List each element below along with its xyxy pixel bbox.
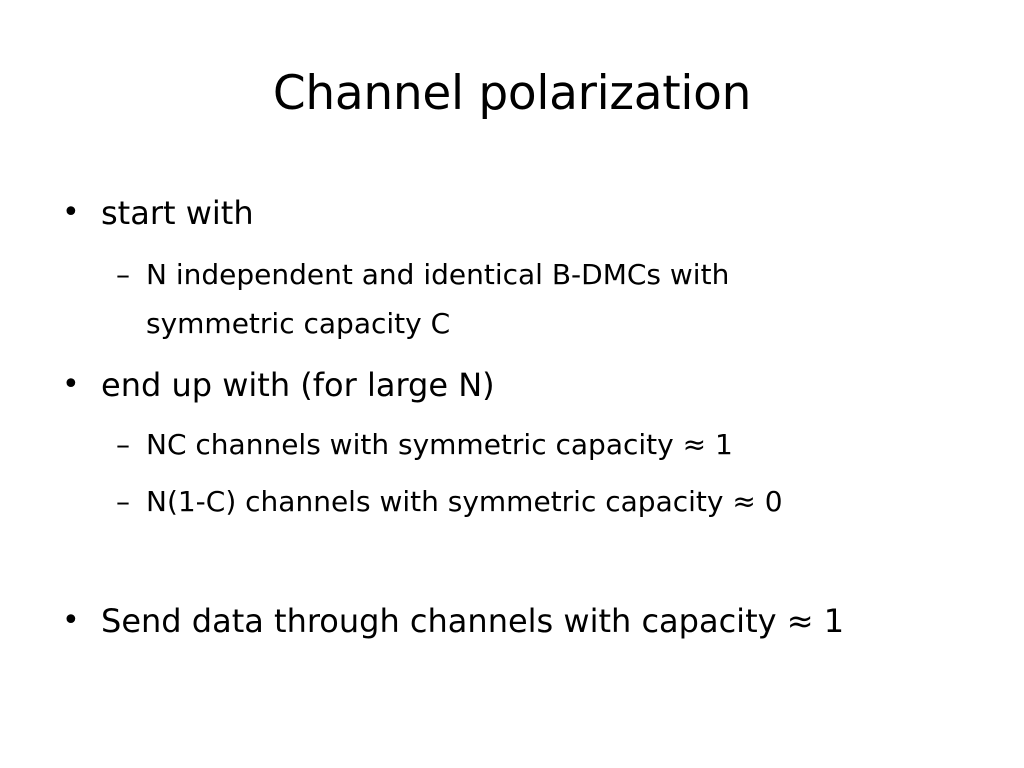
bullet-text: start with [101, 194, 254, 232]
sub-marker: – [116, 485, 130, 518]
bullet-text: end up with (for large N) [101, 366, 495, 404]
sub-item-text: N(1-C) channels with symmetric capacity … [146, 485, 783, 518]
bullet-marker: • [62, 195, 80, 230]
sub-marker: – [116, 428, 130, 461]
sub-marker: – [116, 258, 130, 291]
slide-title: Channel polarization [272, 66, 752, 121]
sub-item-text-line1: N independent and identical B-DMCs with [146, 258, 730, 291]
sub-item-text-line2: symmetric capacity C [146, 307, 451, 340]
bullet-marker: • [62, 603, 80, 638]
sub-item-text: NC channels with symmetric capacity ≈ 1 [146, 428, 733, 461]
bullet-text: Send data through channels with capacity… [101, 602, 845, 640]
bullet-marker: • [62, 367, 80, 402]
